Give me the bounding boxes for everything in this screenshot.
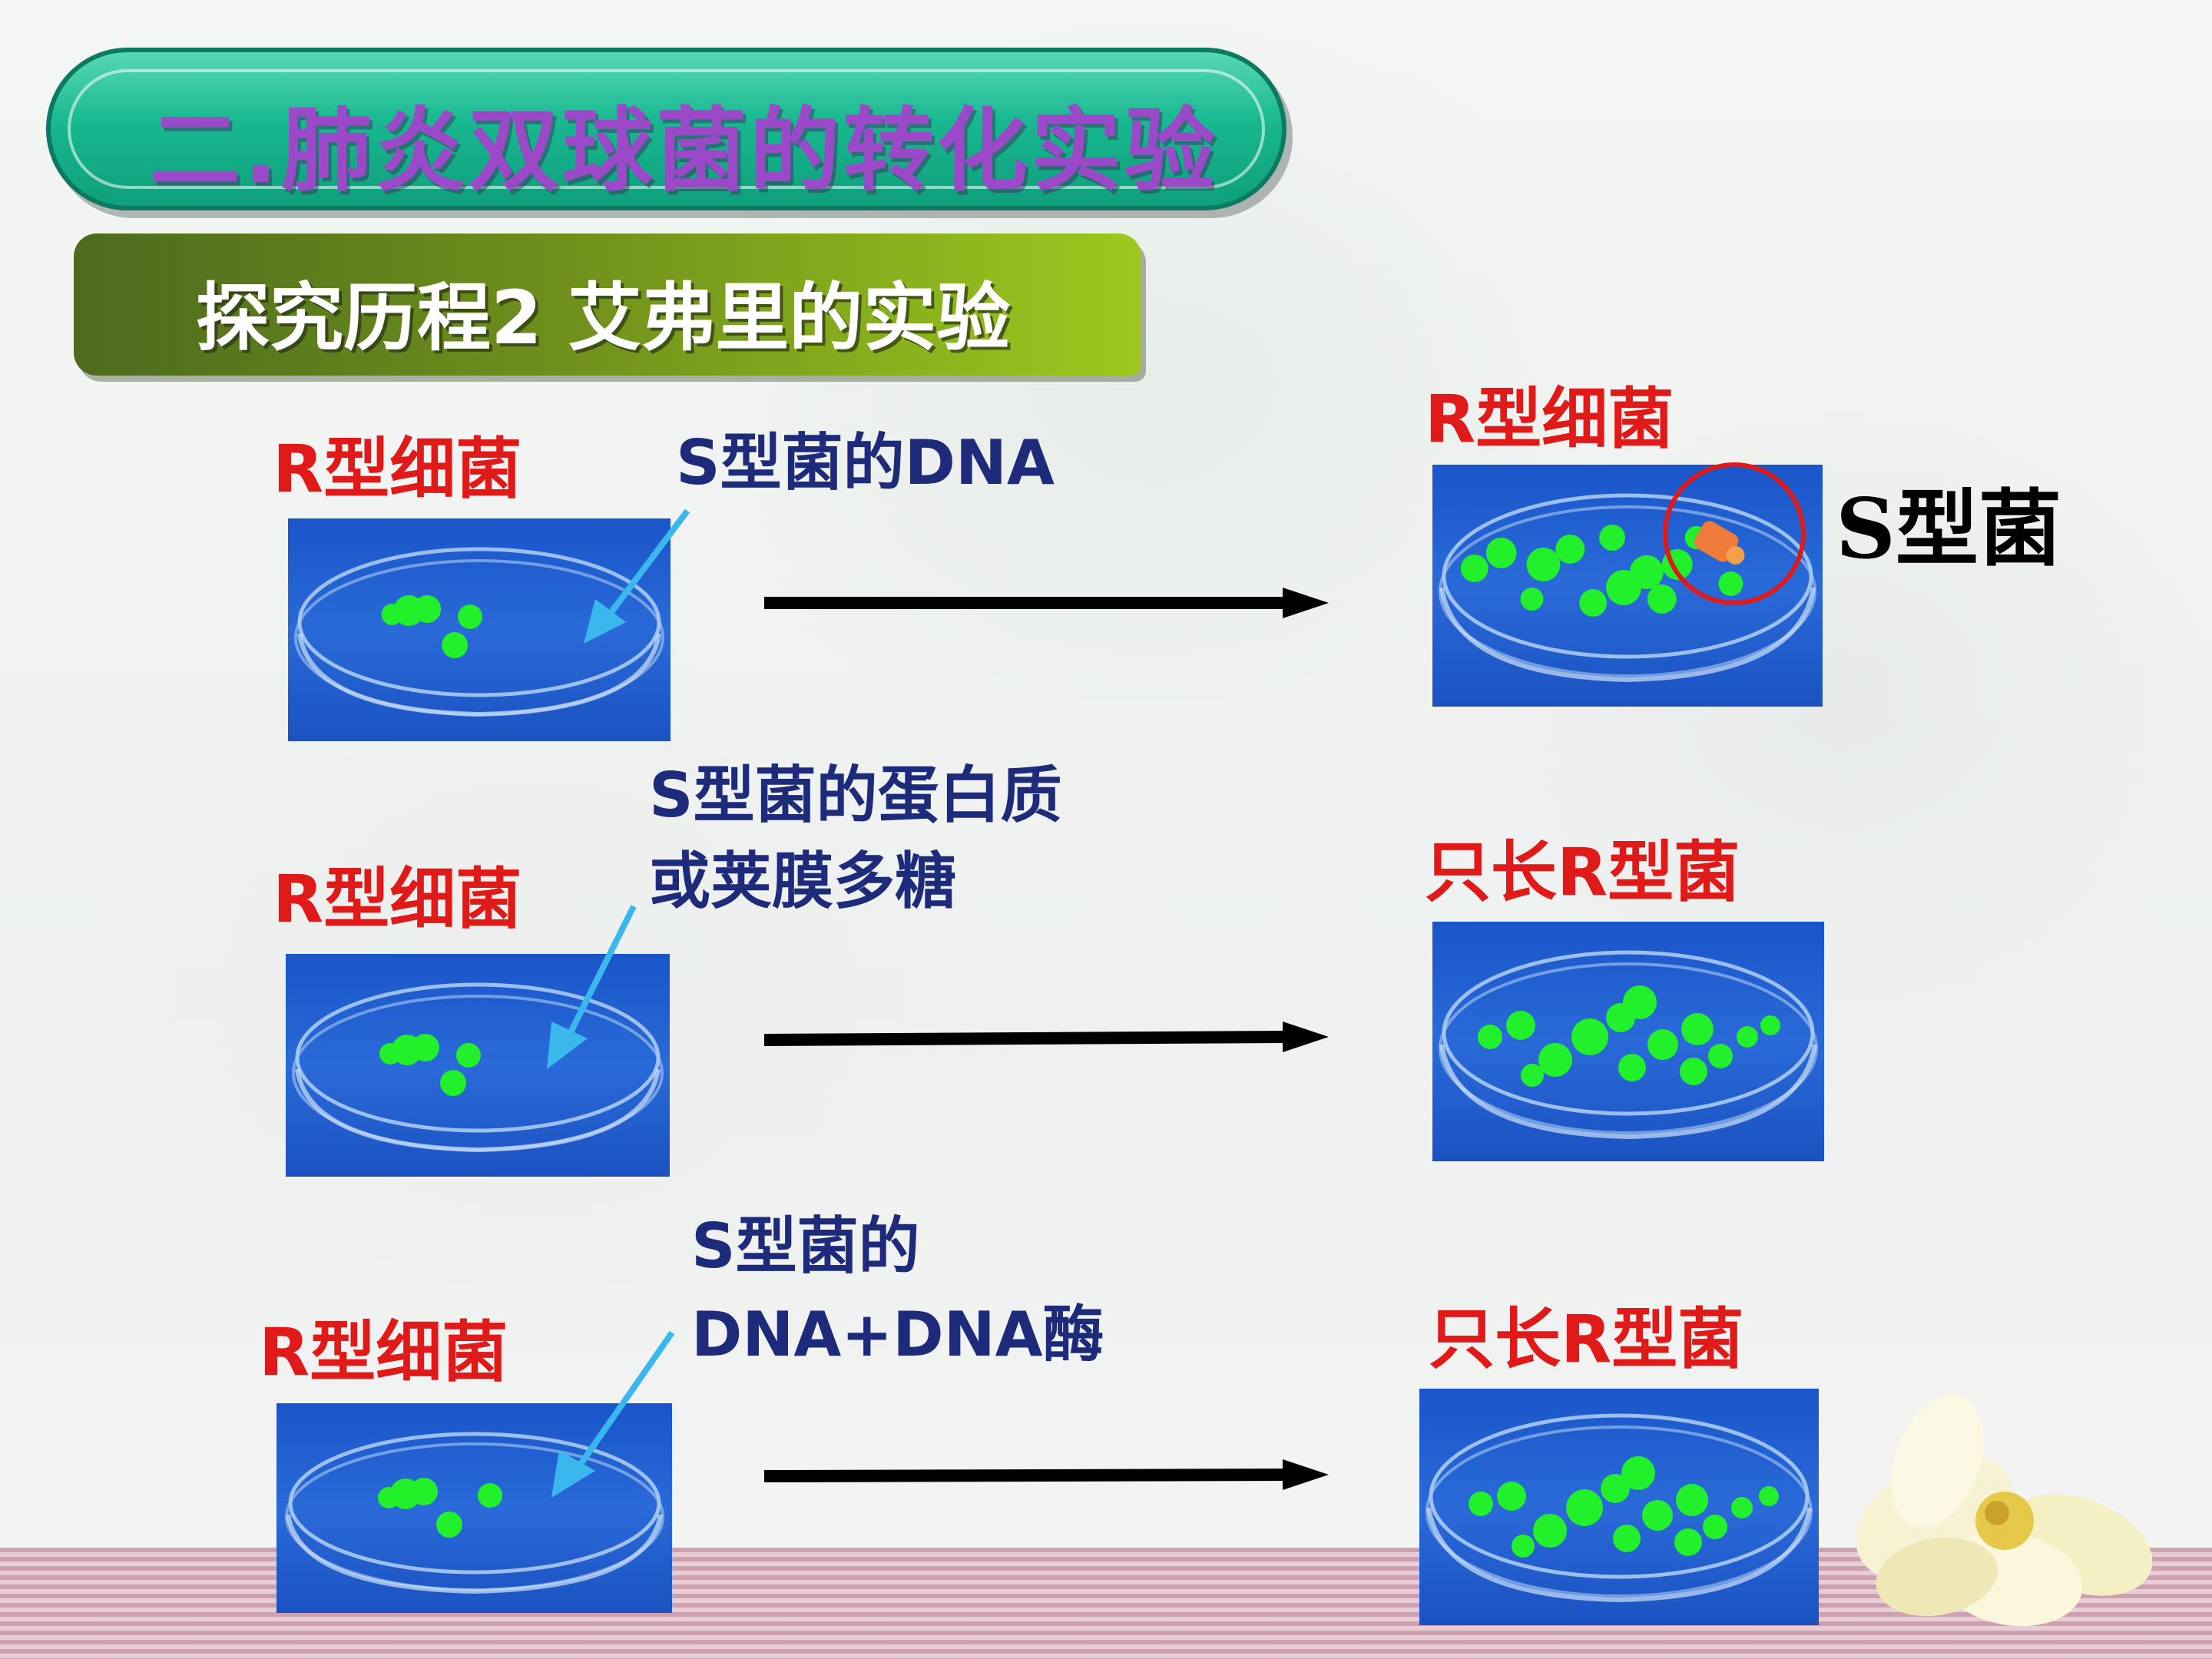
row1-left-label: R型细菌 xyxy=(273,431,522,508)
row3-result-dish xyxy=(1419,1389,1819,1625)
row1-result-dish xyxy=(1432,465,1823,707)
row2-left-colonies xyxy=(379,1034,481,1096)
row1-treatment-line1: S型菌的DNA xyxy=(676,427,1055,498)
row1-s-marker-label: S型菌 xyxy=(1836,481,2061,578)
row3-left-label: R型细菌 xyxy=(259,1314,508,1391)
row2-result-label: 只长R型菌 xyxy=(1425,834,1740,911)
row1-left-colonies xyxy=(381,595,482,658)
row1-process-arrow xyxy=(764,588,1329,618)
row3-treatment-line1: S型菌的 xyxy=(691,1210,920,1282)
row1-left-dish xyxy=(288,518,671,741)
row2-process-arrow xyxy=(763,1022,1329,1052)
row3-result-colonies xyxy=(1469,1456,1779,1558)
row3-left-dish xyxy=(276,1403,672,1613)
row1-result-label: R型细菌 xyxy=(1425,381,1674,458)
row2-left-label: R型细菌 xyxy=(273,861,522,938)
row2-treatment-line1: S型菌的蛋白质 xyxy=(649,760,1062,831)
title-banner xyxy=(46,48,1286,210)
subtitle-banner xyxy=(74,233,1141,376)
row3-result-label: 只长R型菌 xyxy=(1429,1301,1744,1378)
row1-s-colony xyxy=(1694,521,1745,565)
row3-treatment-line2: DNA+DNA酶 xyxy=(691,1299,1104,1370)
row2-treatment-line2: 或荚膜多糖 xyxy=(649,846,956,917)
page-subtitle: 探究历程2 艾弗里的实验 xyxy=(196,275,1011,361)
row3-process-arrow xyxy=(763,1459,1329,1490)
row2-result-dish xyxy=(1432,922,1824,1161)
row2-result-colonies xyxy=(1478,985,1780,1087)
title-banner-ring xyxy=(68,69,1265,189)
row2-left-dish xyxy=(286,954,670,1177)
page-title: 二.肺炎双球菌的转化实验 xyxy=(150,98,1218,204)
row3-left-colonies xyxy=(378,1478,502,1538)
